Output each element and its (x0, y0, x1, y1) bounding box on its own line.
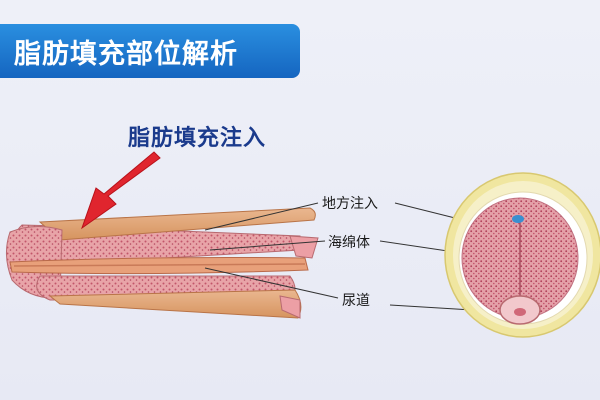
title-banner: 脂肪填充部位解析 (0, 24, 300, 78)
cross-section (444, 172, 600, 338)
red-arrow-icon (81, 151, 161, 230)
leader-line-cavernosum (209, 240, 326, 251)
leader-line-injection (204, 202, 319, 231)
label-urethra: 尿道 (342, 293, 370, 309)
diagram-subtitle: 脂肪填充注入 (128, 126, 267, 151)
fat-layer-bottom (48, 289, 302, 319)
leader-line-injection-right (394, 202, 456, 219)
back-end-lower (279, 295, 301, 319)
page-title: 脂肪填充部位解析 (14, 38, 238, 70)
label-injection-site: 地方注入 (322, 196, 378, 212)
label-corpus-cavernosum: 海绵体 (328, 235, 370, 251)
back-end-upper (289, 235, 319, 259)
longitudinal-section (6, 207, 319, 319)
leader-line-urethra (204, 267, 339, 299)
fat-layer-top (38, 207, 316, 241)
